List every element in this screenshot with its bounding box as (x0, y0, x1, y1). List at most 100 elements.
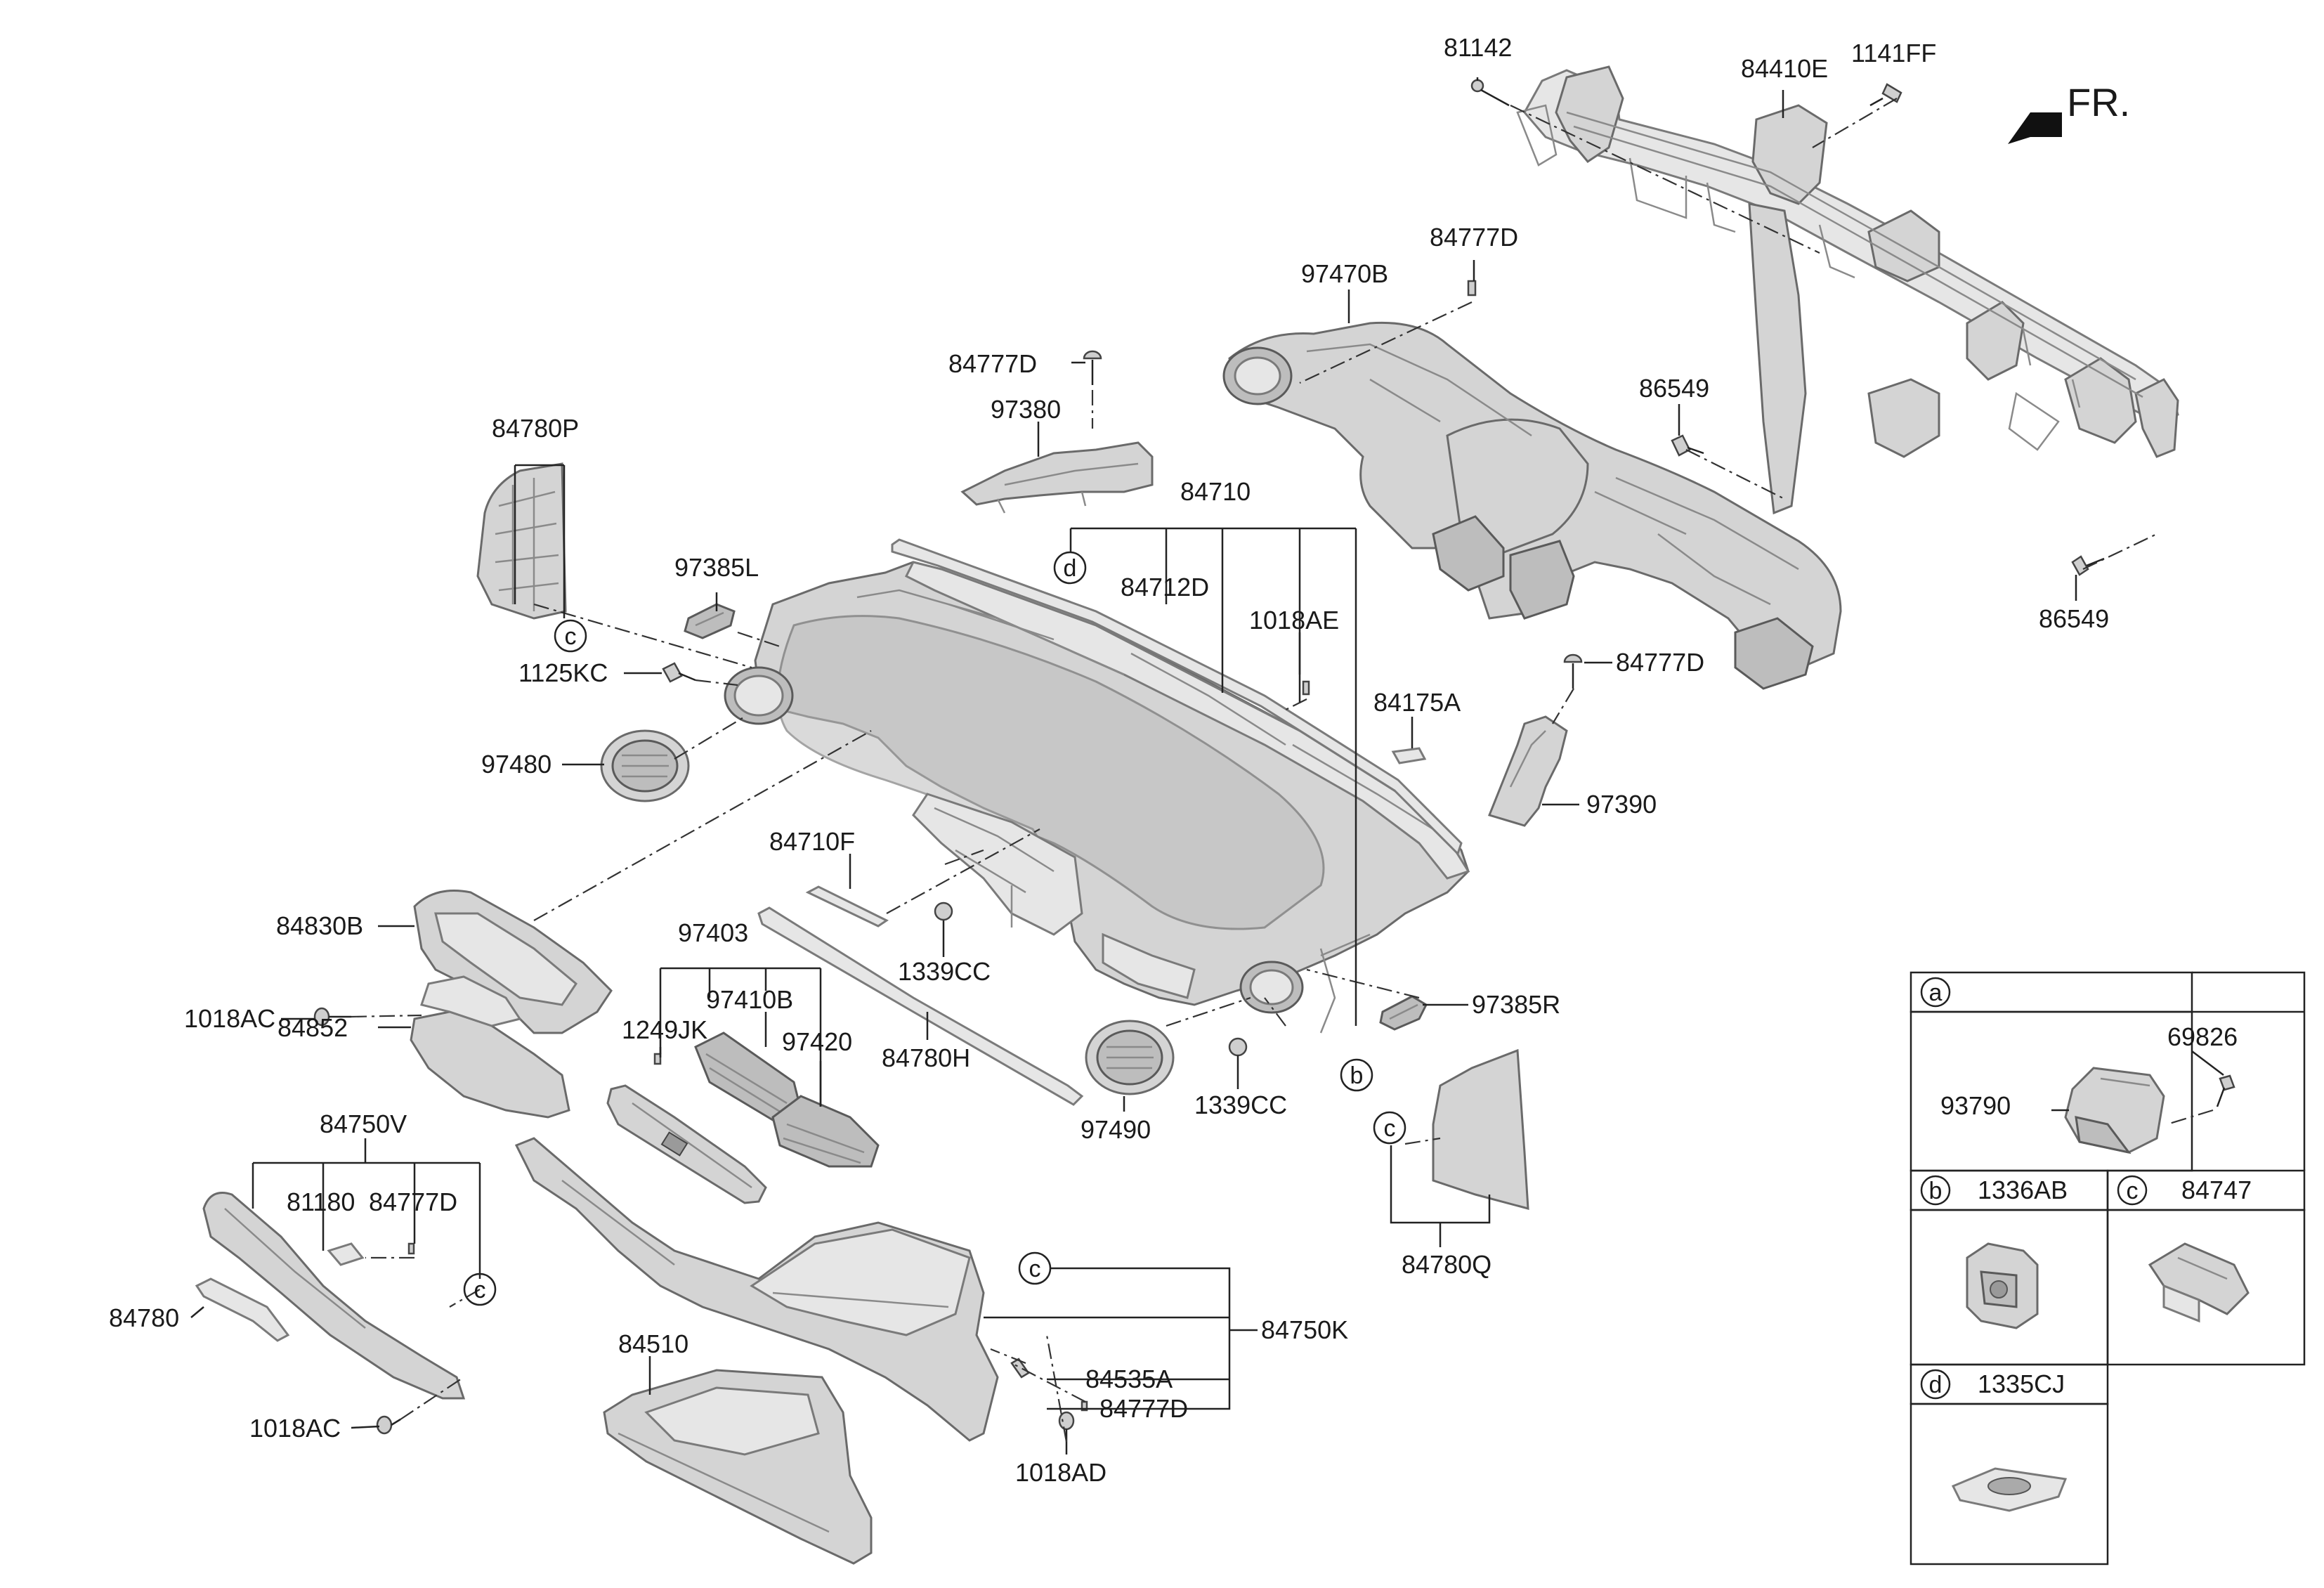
bolt-icon (1470, 79, 1510, 107)
part-label-84712D: 84712D (1121, 573, 1209, 601)
ambient-sensor-icon (2064, 1067, 2165, 1154)
part-label-84780P: 84780P (492, 414, 579, 443)
svg-text:d: d (1064, 555, 1077, 582)
legend-table: a 69826 93790 b 1336AB (1910, 971, 2306, 1566)
part-label-84780Q: 84780Q (1402, 1250, 1491, 1279)
center-garnish-strip (805, 885, 889, 928)
svg-text:c: c (474, 1277, 486, 1303)
center-switch-panel (606, 1084, 767, 1204)
pin-icon (1010, 1358, 1030, 1379)
front-arrow-body (2008, 112, 2062, 144)
bolt-icon (662, 662, 696, 683)
steering-column-lower-cover (410, 975, 570, 1119)
part-label-81142: 81142 (1444, 33, 1512, 62)
part-label-97380: 97380 (991, 395, 1061, 424)
legend-letter-d: d (1929, 1372, 1943, 1398)
lower-crash-pad-driver (202, 1192, 466, 1400)
legend-part-93790: 93790 (1940, 1091, 2011, 1120)
front-direction-indicator: FR. (2008, 80, 2130, 144)
part-label-84535A: 84535A (1085, 1365, 1173, 1393)
cowl-cross-bar-assembly (1516, 65, 2179, 515)
assembly-guide-lines (351, 98, 2157, 1443)
screw-icon (1302, 680, 1310, 696)
part-label-97480: 97480 (481, 750, 551, 779)
part-label-1018AD: 1018AD (1015, 1458, 1106, 1487)
crash-pad-main-panel (724, 561, 1470, 1034)
screw-icon (1083, 350, 1102, 385)
svg-text:b: b (1350, 1062, 1364, 1089)
clip-nut-icon (934, 902, 953, 921)
part-number-labels: 81142 84410E 1141FF 84777D 97470B 84777D… (109, 33, 2109, 1487)
part-label-1018AC-b: 1018AC (249, 1414, 341, 1443)
defroster-garnish-strip (891, 538, 1463, 856)
part-label-97403: 97403 (678, 918, 748, 947)
callouts: c d b c c c (463, 551, 1406, 1306)
side-defrost-duct-left (960, 441, 1154, 514)
svg-text:c: c (1029, 1256, 1041, 1282)
legend-part-69826: 69826 (2167, 1022, 2238, 1051)
fasteners (313, 79, 2105, 1442)
part-label-1018AE: 1018AE (1249, 606, 1339, 634)
clip-icon (1058, 1411, 1075, 1442)
legend-letter-a: a (1929, 980, 1943, 1006)
part-label-84830B: 84830B (276, 911, 363, 940)
bolt-icon (1869, 83, 1902, 107)
part-label-97385L: 97385L (674, 553, 759, 582)
part-label-84750V: 84750V (320, 1109, 407, 1138)
part-label-97410B: 97410B (706, 985, 793, 1014)
part-label-1249JK: 1249JK (622, 1015, 707, 1044)
part-label-84710F: 84710F (769, 827, 855, 856)
part-label-84852: 84852 (278, 1013, 348, 1042)
part-label-86549-a: 86549 (1639, 374, 1709, 403)
bolt-icon (2071, 555, 2105, 576)
side-cover-right (1432, 1048, 1529, 1210)
callout-c-glove: c (1018, 1251, 1052, 1285)
side-vent-grille-right (1379, 995, 1428, 1031)
part-label-84780: 84780 (109, 1303, 179, 1332)
part-label-81180: 81180 (287, 1187, 355, 1216)
part-label-84777D-duct: 84777D (948, 349, 1037, 378)
legend-row-a: a 69826 93790 (1920, 977, 2238, 1154)
callout-b-main: b (1340, 1058, 1373, 1092)
front-label: FR. (2067, 80, 2130, 124)
part-label-84710: 84710 (1180, 477, 1251, 506)
legend-row-c: c 84747 (2117, 1175, 2252, 1323)
side-vent-grille-left (684, 603, 736, 639)
part-label-84780H: 84780H (882, 1043, 970, 1072)
lower-crash-pad-passenger (514, 1137, 999, 1442)
sensor-pad (1391, 747, 1427, 764)
part-label-1141FF: 1141FF (1851, 39, 1936, 67)
part-label-1018AC-a: 1018AC (184, 1004, 275, 1033)
leader-lines (190, 77, 2077, 1454)
part-label-1339CC-a: 1339CC (898, 957, 991, 986)
part-label-84777D-bottom: 84777D (1099, 1394, 1188, 1423)
part-label-97420: 97420 (782, 1027, 852, 1056)
part-label-97470B: 97470B (1301, 259, 1388, 288)
part-label-97390: 97390 (1586, 790, 1657, 819)
part-label-97490: 97490 (1081, 1115, 1151, 1144)
hood-release-bracket (327, 1242, 365, 1266)
air-vent-left (600, 729, 690, 802)
legend-row-b: b 1336AB (1920, 1175, 2068, 1329)
callout-c-lower: c (463, 1273, 497, 1306)
lower-long-garnish (757, 906, 1084, 1106)
bolt-icon (1671, 434, 1704, 457)
screw-icon (1563, 653, 1583, 689)
part-label-1339CC-b: 1339CC (1194, 1091, 1287, 1119)
legend-part-1336AB: 1336AB (1978, 1176, 2068, 1204)
clip-c-icon (2148, 1242, 2250, 1323)
part-label-86549-b: 86549 (2039, 604, 2109, 633)
air-vent-right (1085, 1020, 1175, 1095)
glove-box (603, 1369, 873, 1565)
screw-icon (1467, 280, 1477, 297)
part-label-84777D-left: 84777D (369, 1187, 457, 1216)
callout-c-panel: c (1373, 1111, 1406, 1145)
clip-nut-b-icon (1966, 1242, 2039, 1329)
legend-letter-b: b (1929, 1178, 1943, 1204)
clip-nut-icon (1228, 1037, 1248, 1057)
side-defrost-duct-right (1487, 715, 1568, 827)
lower-garnish-driver (195, 1277, 290, 1342)
svg-text:c: c (565, 623, 577, 650)
cluster-fascia (413, 890, 613, 1034)
